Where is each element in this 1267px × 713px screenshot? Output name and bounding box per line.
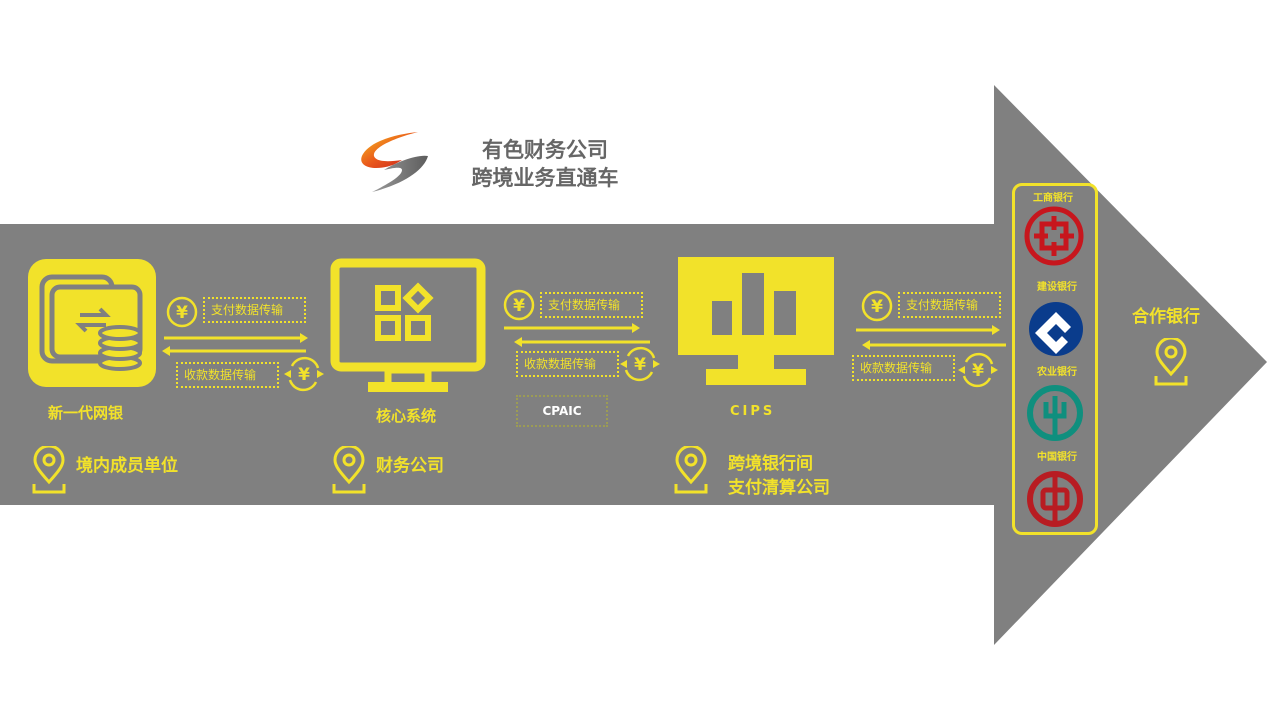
- online-bank-label: 新一代网银: [48, 404, 124, 422]
- yen-circle-icon: ¥: [166, 296, 198, 328]
- svg-text:¥: ¥: [176, 303, 188, 323]
- arrow-left: [862, 340, 1006, 350]
- online-bank-icon: [28, 259, 156, 387]
- title-line-1: 有色财务公司: [482, 138, 608, 162]
- arrow-left: [514, 337, 650, 347]
- pay-transfer-label: 支付数据传输: [898, 292, 1001, 318]
- yen-circle-icon: ¥: [503, 289, 535, 321]
- arrow-right: [504, 323, 640, 333]
- clearing-line-1: 跨境银行间: [728, 454, 813, 474]
- svg-text:¥: ¥: [972, 361, 984, 381]
- collect-transfer-label: 收款数据传输: [852, 355, 955, 381]
- location-pin-icon: [1154, 338, 1188, 386]
- core-system-label: 核心系统: [376, 407, 437, 425]
- boc-logo-icon: [1027, 471, 1083, 527]
- core-system-icon: [330, 258, 486, 392]
- bank-name: 建设银行: [1037, 282, 1077, 293]
- location-pin-icon: [332, 446, 366, 494]
- yen-exchange-icon: ¥: [284, 356, 324, 392]
- bank-name: 农业银行: [1037, 367, 1077, 378]
- location-finance-company: 财务公司: [376, 456, 444, 476]
- bank-name: 中国银行: [1037, 452, 1077, 463]
- yen-exchange-icon: ¥: [620, 346, 660, 382]
- svg-text:¥: ¥: [871, 297, 883, 317]
- page-title: 有色财务公司 跨境业务直通车: [440, 136, 650, 192]
- title-line-2: 跨境业务直通车: [471, 166, 619, 190]
- bank-name: 工商银行: [1033, 193, 1073, 204]
- arrow-right: [164, 333, 308, 343]
- location-pin-icon: [674, 446, 708, 494]
- svg-text:¥: ¥: [298, 365, 310, 385]
- location-clearing-company: 跨境银行间 支付清算公司: [728, 452, 830, 500]
- location-partner-banks: 合作银行: [1132, 307, 1200, 327]
- icbc-logo-icon: [1024, 206, 1084, 266]
- arrow-right: [856, 325, 1000, 335]
- cips-icon: [678, 257, 834, 385]
- clearing-line-2: 支付清算公司: [728, 478, 830, 498]
- partner-banks-panel: [1012, 183, 1098, 535]
- cpaic-box: CPAIC: [516, 395, 608, 427]
- location-domestic-members: 境内成员单位: [76, 456, 178, 476]
- ccb-logo-icon: [1029, 302, 1083, 356]
- pay-transfer-label: 支付数据传输: [203, 297, 306, 323]
- company-logo: [361, 132, 428, 192]
- yen-exchange-icon: ¥: [958, 352, 998, 388]
- svg-text:¥: ¥: [634, 355, 646, 375]
- arrow-left: [162, 346, 306, 356]
- collect-transfer-label: 收款数据传输: [176, 362, 279, 388]
- collect-transfer-label: 收款数据传输: [516, 351, 619, 377]
- cips-label: CIPS: [730, 404, 776, 419]
- svg-text:¥: ¥: [513, 296, 525, 316]
- location-pin-icon: [32, 446, 66, 494]
- abc-logo-icon: [1027, 385, 1083, 441]
- yen-circle-icon: ¥: [861, 290, 893, 322]
- pay-transfer-label: 支付数据传输: [540, 292, 643, 318]
